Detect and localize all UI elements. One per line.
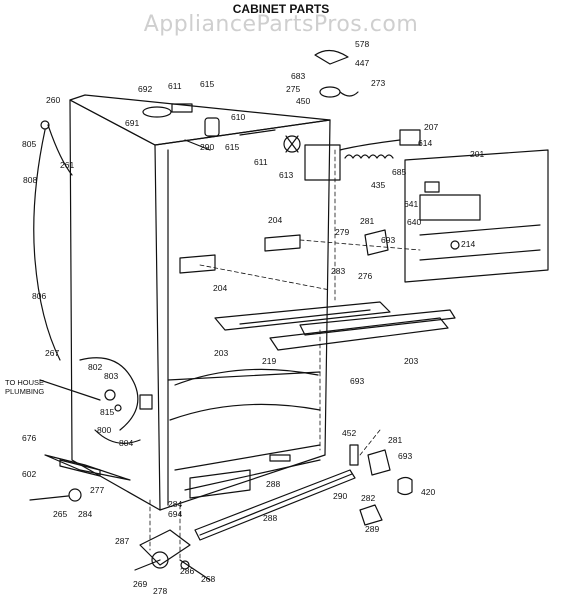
kickplate [194, 469, 356, 541]
part-label: 288 [266, 479, 281, 489]
part-label: 693 [381, 235, 396, 245]
part-label: 282 [361, 493, 376, 503]
part-label: 265 [53, 509, 68, 519]
part-label: 615 [225, 142, 240, 152]
part-label: 279 [335, 227, 350, 237]
part-label: 203 [214, 348, 229, 358]
shelf-rail-upper [214, 301, 391, 331]
part-label: 204 [268, 215, 283, 225]
part-label: 452 [342, 428, 357, 438]
part-label: 611 [168, 81, 182, 91]
part-label: 805 [22, 139, 37, 149]
part-label: 287 [115, 536, 130, 546]
rear-panel [404, 149, 549, 283]
part-label: 804 [119, 438, 134, 448]
part-label: 613 [279, 170, 294, 180]
part-label: 420 [421, 487, 436, 497]
part-label: 808 [23, 175, 38, 185]
cabinet-top [69, 94, 331, 146]
part-label: 214 [461, 239, 476, 249]
part-label: 640 [407, 217, 422, 227]
part-label: 578 [355, 39, 370, 49]
part-label: 273 [371, 78, 386, 88]
plumbing-note-line1: TO HOUSE [5, 378, 45, 387]
part-label: 691 [125, 118, 140, 128]
diagram-title: CABINET PARTS [232, 2, 330, 16]
part-label: 275 [286, 84, 301, 94]
part-label: 800 [97, 425, 112, 435]
part-label: 268 [201, 574, 216, 584]
part-label: 806 [32, 291, 47, 301]
part-label: 267 [45, 348, 60, 358]
part-label: 284 [78, 509, 93, 519]
part-label: 685 [392, 167, 407, 177]
part-label: 676 [22, 433, 37, 443]
water-line [33, 129, 61, 361]
front-bracket [139, 529, 191, 566]
part-label: 692 [138, 84, 153, 94]
part-label: 284 [168, 499, 183, 509]
shelf-rail-lower [269, 317, 449, 351]
part-label: 450 [296, 96, 311, 106]
thermostat-shape [204, 117, 220, 137]
part-label: 290 [200, 142, 215, 152]
part-label: 204 [213, 283, 228, 293]
part-label: 203 [404, 356, 419, 366]
part-label: 277 [90, 485, 105, 495]
part-label: 207 [424, 122, 439, 132]
part-label: 815 [100, 407, 115, 417]
part-label: 283 [331, 266, 346, 276]
part-label: 219 [262, 356, 277, 366]
fan-housing [304, 144, 341, 181]
part-label: 281 [360, 216, 375, 226]
part-label: 435 [371, 180, 386, 190]
plumbing-note-line2: PLUMBING [5, 387, 45, 396]
part-label: 276 [358, 271, 373, 281]
part-label: 693 [350, 376, 365, 386]
part-label: 614 [418, 138, 433, 148]
part-label: 261 [60, 160, 75, 170]
light-cover [314, 49, 349, 65]
part-label: 683 [291, 71, 306, 81]
part-label: 289 [365, 524, 380, 534]
part-label: 610 [231, 112, 246, 122]
part-label: 260 [46, 95, 61, 105]
part-label: 641 [404, 199, 419, 209]
part-label: 288 [263, 513, 278, 523]
watermark: AppliancePartsPros.com [143, 12, 419, 37]
part-label: 611 [254, 157, 268, 167]
part-label: 447 [355, 58, 370, 68]
part-label: 694 [168, 509, 183, 519]
cabinet-side-panel [69, 99, 161, 511]
part-label: 693 [398, 451, 413, 461]
part-label: 281 [388, 435, 403, 445]
part-label: 615 [200, 79, 215, 89]
part-label: 290 [333, 491, 348, 501]
part-label: 286 [180, 566, 195, 576]
part-label: 278 [153, 586, 168, 596]
part-label: 602 [22, 469, 37, 479]
part-label: 802 [88, 362, 103, 372]
part-label: 269 [133, 579, 148, 589]
part-label: 803 [104, 371, 119, 381]
part-label: 201 [470, 149, 485, 159]
